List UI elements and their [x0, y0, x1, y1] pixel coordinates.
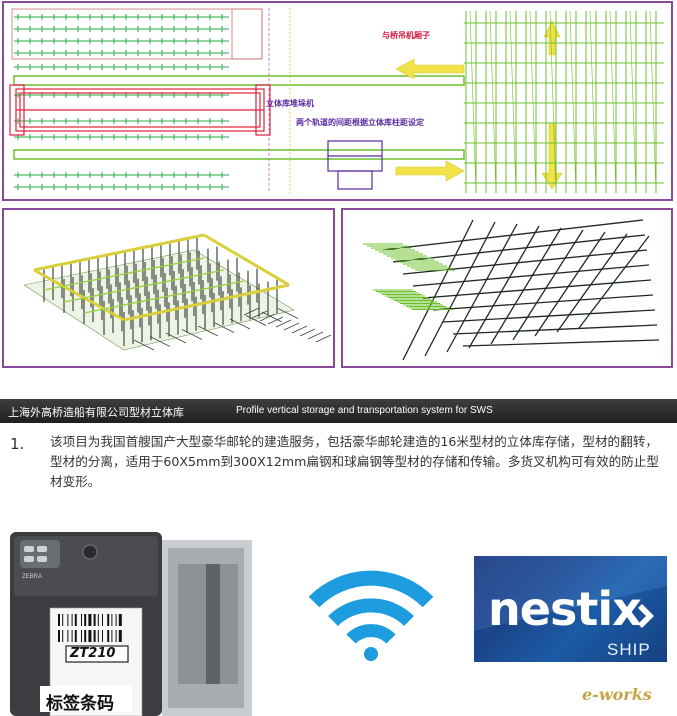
warehouse-3d-render: [23, 233, 332, 351]
render-right-panel: [341, 208, 673, 368]
description-text: 该项目为我国首艘国产大型豪华邮轮的建造服务，包括豪华邮轮建造的16米型材的立体库…: [50, 434, 659, 489]
project-banner: 上海外高桥造船有限公司型材立体库 Profile vertical storag…: [0, 399, 677, 423]
label-printer-image: ZEBRA ZT210 标签条码: [10, 520, 252, 716]
label-crane-box: 与桥吊机厢子: [382, 30, 430, 40]
plan-drawing: [9, 8, 664, 194]
banner-title-en: Profile vertical storage and transportat…: [236, 405, 493, 416]
description-number: 1.: [10, 435, 25, 453]
flow-arrows: [395, 20, 563, 190]
banner-title-cn: 上海外高桥造船有限公司型材立体库: [8, 406, 184, 419]
nestix-ship-logo: nestix SHIP: [474, 556, 667, 662]
printer-model-label: ZT210: [70, 646, 116, 661]
render-left-panel: [2, 208, 335, 368]
plan-drawing-panel: 与桥吊机厢子 立体库堆垛机 两个轨道的间距根据立体库柱距设定: [2, 1, 673, 201]
label-track-spacing: 两个轨道的间距根据立体库柱距设定: [296, 117, 424, 127]
stacker-crane-drawing: [9, 84, 271, 136]
wifi-icon: [308, 570, 434, 661]
printer-caption: 标签条码: [46, 694, 114, 714]
eworks-watermark: e-works: [582, 685, 652, 704]
conveyor-grid-3d-render: [363, 219, 660, 361]
label-stacker: 立体库堆垛机: [266, 98, 314, 108]
nestix-ship-text: SHIP: [607, 640, 651, 659]
printer-brand: ZEBRA: [22, 574, 42, 580]
transfer-unit-drawing: [327, 140, 383, 190]
nestix-wordmark: nestix: [488, 582, 642, 636]
